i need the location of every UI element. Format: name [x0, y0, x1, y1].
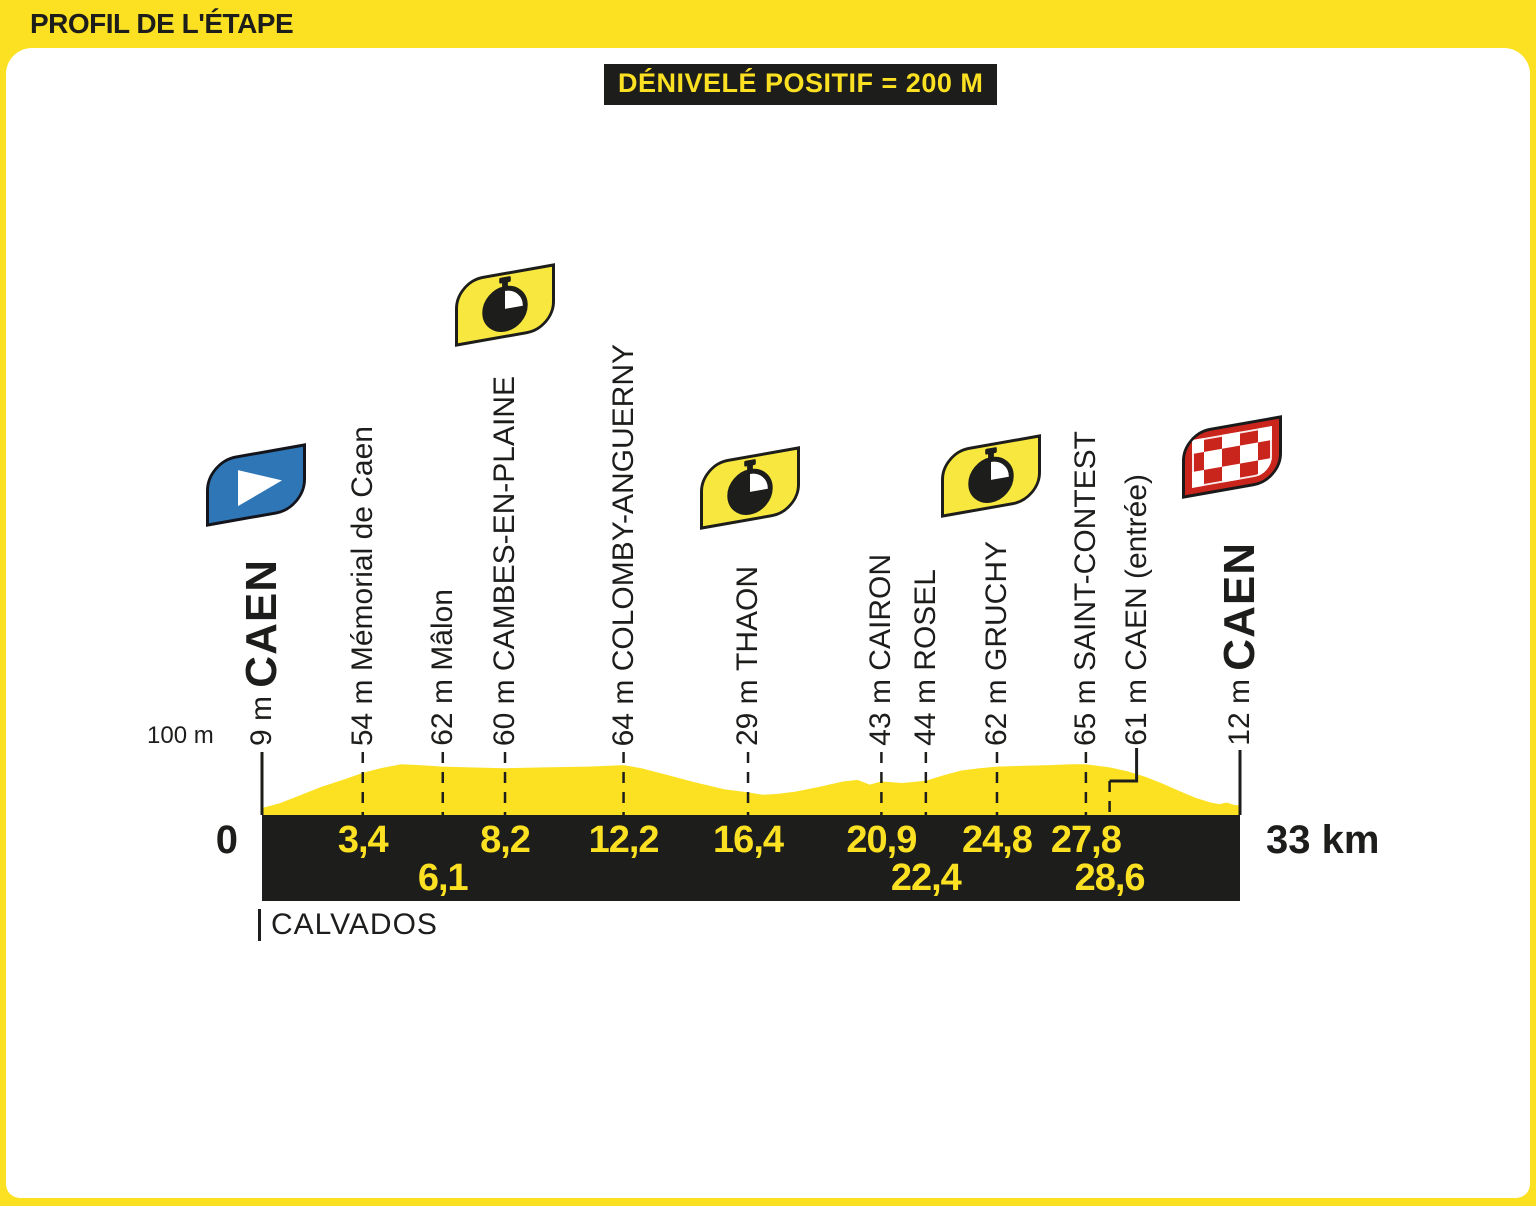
waypoint-name: Mâlon [425, 589, 459, 671]
stopwatch-icon [727, 459, 773, 515]
waypoint-elevation: 43 m [864, 670, 898, 746]
waypoint-elevation: 61 m [1119, 670, 1153, 746]
waypoint-label: 54 m Mémorial de Caen [346, 426, 380, 746]
waypoint-name: CAMBES-EN-PLAINE [488, 375, 522, 671]
waypoint-label: 62 m Mâlon [426, 589, 460, 746]
distance-bar [262, 815, 1240, 901]
waypoint-name: COLOMBY-ANGUERNY [606, 343, 640, 671]
page-title: PROFIL DE L'ÉTAPE [30, 8, 294, 39]
waypoint-elevation: 62 m [425, 670, 459, 746]
checkpoint-flag [700, 446, 800, 530]
play-icon [238, 470, 282, 507]
stopwatch-icon [482, 276, 528, 332]
waypoint-label: 9 m CAEN [237, 559, 287, 746]
waypoint-name: CAIRON [864, 554, 898, 671]
waypoint-label: 64 m COLOMBY-ANGUERNY [607, 344, 641, 746]
waypoint-name: GRUCHY [979, 540, 1013, 671]
start-flag [206, 443, 306, 527]
waypoint-elevation: 29 m [731, 670, 765, 746]
km-marker: 3,4 [337, 819, 389, 861]
km-marker: 27,8 [1050, 819, 1122, 861]
waypoint-label: 60 m CAMBES-EN-PLAINE [488, 376, 522, 746]
region-label: CALVADOS [258, 908, 438, 942]
km-marker: 22,4 [890, 857, 962, 899]
waypoint-label: 62 m GRUCHY [980, 541, 1014, 746]
km-marker: 16,4 [713, 819, 784, 861]
waypoint-name: CAEN (entrée) [1119, 474, 1153, 671]
stepped-leader-line [1109, 748, 1139, 783]
waypoint-label: 65 m SAINT-CONTEST [1069, 431, 1103, 746]
waypoint-label: 61 m CAEN (entrée) [1120, 474, 1154, 746]
terrain-area [262, 764, 1240, 815]
km-marker: 12,2 [588, 819, 660, 861]
waypoint-elevation: 64 m [606, 670, 640, 746]
stopwatch-icon [968, 447, 1014, 503]
distance-end-label: 33 km [1266, 818, 1380, 862]
profile-card [6, 48, 1530, 1198]
waypoint-elevation: 60 m [488, 670, 522, 746]
waypoint-name: CAEN [1215, 542, 1264, 671]
waypoint-name: ROSEL [908, 569, 942, 671]
km-marker: 20,9 [846, 819, 917, 861]
elevation-gain-banner: DÉNIVELÉ POSITIF = 200 M [604, 64, 998, 105]
waypoint-name: THAON [731, 565, 765, 671]
region-name: CALVADOS [271, 908, 438, 941]
waypoint-elevation: 44 m [908, 670, 942, 746]
waypoint-elevation: 9 m [245, 687, 278, 746]
waypoint-elevation: 62 m [979, 670, 1013, 746]
waypoint-name: CAEN [237, 558, 286, 688]
checkpoint-flag [455, 263, 555, 347]
checkpoint-flag [941, 434, 1041, 518]
checkered-pattern [1192, 425, 1272, 489]
region-divider [258, 909, 261, 941]
waypoint-label: 44 m ROSEL [909, 569, 943, 746]
waypoint-label: 12 m CAEN [1215, 542, 1265, 746]
km-marker: 28,6 [1074, 857, 1146, 899]
waypoint-elevation: 12 m [1223, 670, 1256, 746]
waypoint-elevation: 54 m [345, 670, 379, 746]
waypoint-name: SAINT-CONTEST [1068, 430, 1102, 671]
elevation-scale-label: 100 m [147, 722, 214, 749]
km-marker: 24,8 [961, 819, 1033, 861]
waypoint-label: 29 m THAON [731, 566, 765, 746]
distance-start-label: 0 [215, 818, 238, 862]
km-marker: 8,2 [480, 819, 531, 861]
waypoint-elevation: 65 m [1068, 670, 1102, 746]
waypoint-name: Mémorial de Caen [345, 425, 379, 671]
km-marker: 6,1 [417, 857, 469, 899]
waypoint-label: 43 m CAIRON [864, 554, 898, 746]
